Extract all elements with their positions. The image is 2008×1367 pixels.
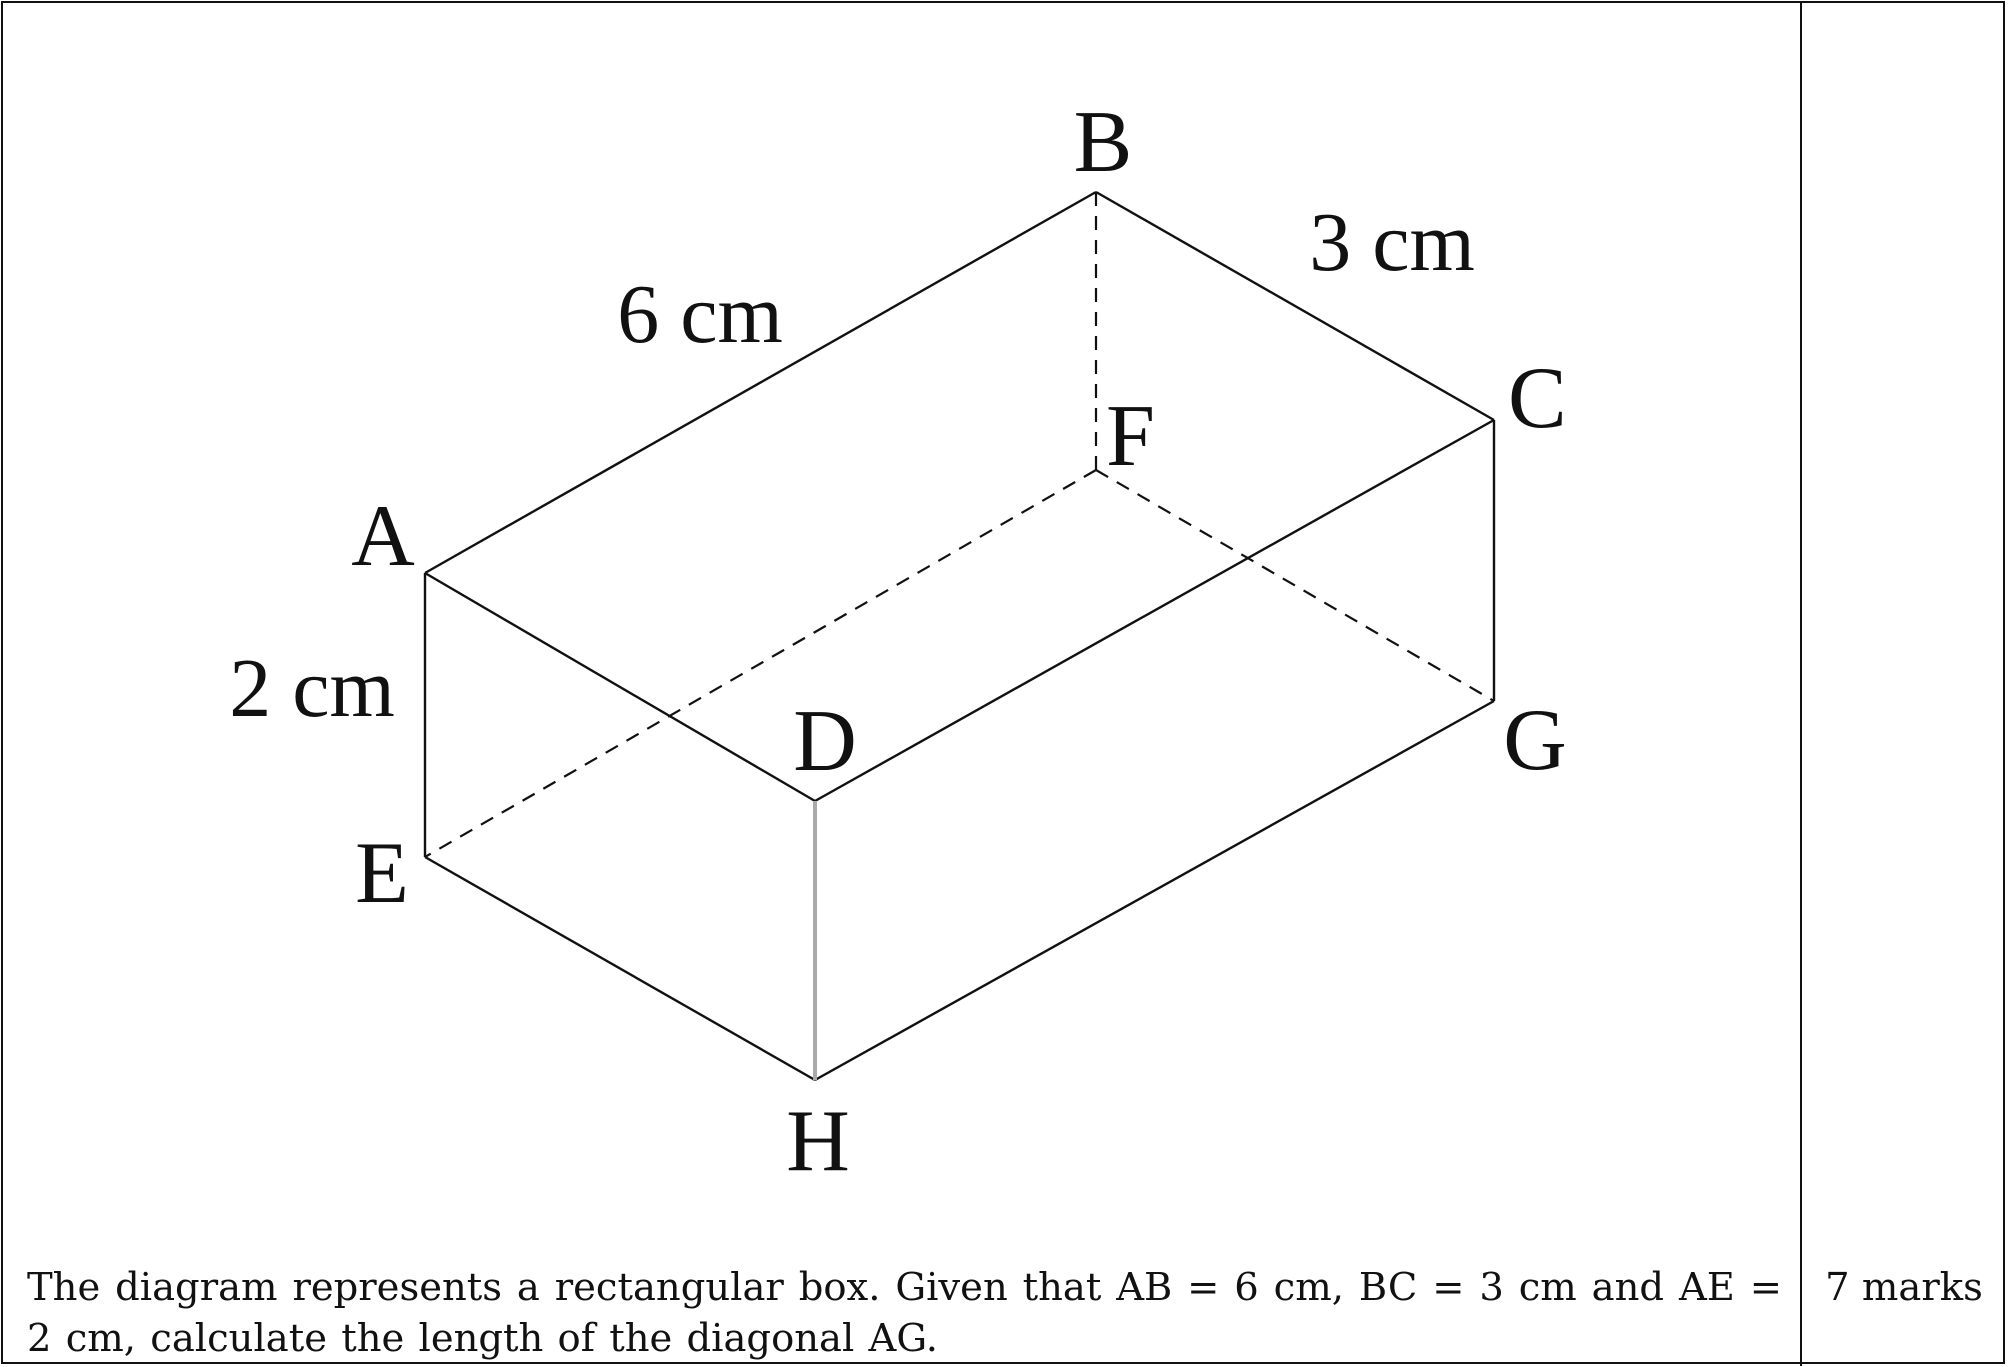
rectangular-box-diagram: B C F A D G E H 6 cm 3 cm 2 cm: [229, 94, 1567, 1190]
edge-length-label-ab: 6 cm: [617, 268, 783, 361]
edge-fe: [424, 469, 1097, 858]
edge-ab: [424, 190, 1097, 575]
vertex-label-b: B: [1074, 94, 1133, 191]
vertex-label-e: E: [355, 825, 409, 922]
edge-bc: [1095, 190, 1495, 422]
vertex-label-d: D: [793, 693, 857, 790]
edge-cd: [814, 418, 1495, 803]
vertex-label-g: G: [1503, 692, 1567, 789]
edge-length-label-ae: 2 cm: [229, 642, 395, 735]
edge-ad: [424, 571, 816, 803]
vertex-label-h: H: [786, 1093, 850, 1190]
marks-value: 7 marks: [1825, 1265, 1983, 1310]
question-text: The diagram represents a rectangular box…: [27, 1265, 1782, 1361]
vertex-label-a: A: [351, 488, 415, 585]
vertex-label-f: F: [1106, 388, 1155, 485]
edge-length-label-bc: 3 cm: [1309, 196, 1475, 289]
vertex-label-c: C: [1508, 350, 1567, 447]
edge-fg: [1095, 469, 1495, 702]
edge-eh: [424, 855, 816, 1082]
marks-column-divider: [1800, 1, 1802, 1366]
edge-hg: [814, 699, 1495, 1082]
